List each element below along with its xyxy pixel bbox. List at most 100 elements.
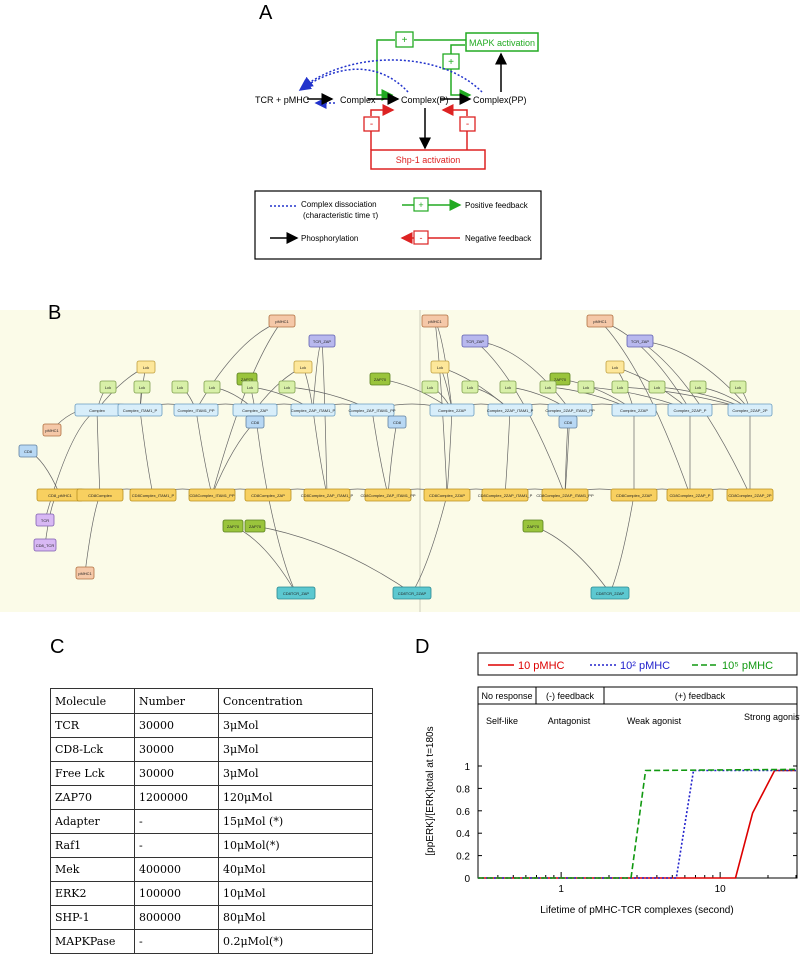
cd8-node-label: CD8 [393,420,402,425]
table-row: MAPKPase-0.2μMol(*) [50,929,373,954]
hub-node: Lck [729,380,747,394]
cd8tcr-zap-node: CD8TCR_ZAP [276,586,316,600]
lck-node-label: Lck [612,365,618,370]
cell-molecule: TCR [50,713,135,738]
cell-molecule: Mek [50,857,135,882]
hub-node-label: Lck [105,385,111,390]
complex-node: Complex_2ZAP_P [667,403,713,417]
hub-node-label: Lck [545,385,551,390]
reaction-network: pMHC1TCR_ZAPpMHC1TCR_ZAPpMHC1TCR_ZAPComp… [18,310,774,612]
top-node-label: TCR_ZAP [631,339,650,344]
hub-node: Lck [539,380,557,394]
cd8-node: CD8 [558,415,578,429]
cell-concentration: 3μMol [218,761,373,786]
hub-node-label: Lck [427,385,433,390]
mapk-activation-label: MAPK activation [469,38,535,48]
cd8tcr-zap-node-label: CD8TCR_2ZAP [398,591,427,596]
pmhc-node: pMHC1 [75,566,95,580]
complex-node-label: Complex_2ZAP_ITAM1_PP [545,408,595,413]
hub-node: Lck [171,380,189,394]
pmhc-node: pMHC1 [42,423,62,437]
region-label: (-) feedback [546,691,595,701]
network-nodes: pMHC1TCR_ZAPpMHC1TCR_ZAPpMHC1TCR_ZAPComp… [18,314,774,600]
mapk-activation-box [465,32,539,52]
cell-molecule: SHP-1 [50,905,135,930]
cell-concentration: 120μMol [218,785,373,810]
cd8-node-label: CD8 [251,420,260,425]
legend-plus-sign: + [418,200,423,210]
y-axis: 00.20.40.60.81 [456,762,797,885]
cd8-tcr-node-label: CD8_TCR [36,543,55,548]
legend-dissociation-label: Complex dissociation [301,200,377,209]
zap70-node-label: ZAP70 [227,524,240,529]
hub-node: Lck [461,380,479,394]
cell-number: 30000 [134,737,219,762]
zap70-node: ZAP70 [222,519,244,533]
cd8-complex-node-label: CD8Complex_2ZAP_P [670,493,711,498]
region-header: No response(-) feedback(+) feedbackSelf-… [477,686,800,726]
cell-number: 800000 [134,905,219,930]
region-sublabel: Strong agonist [744,712,800,722]
hub-node-label: Lck [139,385,145,390]
complex-node-label: Complex_ZAP [242,408,268,413]
top-node: TCR_ZAP [626,334,654,348]
legend-minus-box [413,230,429,245]
legend-plus-box [413,197,429,212]
lck-node-label: Lck [437,365,443,370]
cell-concentration: 3μMol [218,713,373,738]
complex-node: Complex_ZAP [232,403,278,417]
cell-molecule: Free Lck [50,761,135,786]
hub-node-label: Lck [177,385,183,390]
cell-molecule: Raf1 [50,833,135,858]
tcr-node-label: TCR [41,518,49,523]
plus-sign-right: + [448,57,454,68]
panel-label-d: D [415,636,430,658]
hub-node-label: Lck [695,385,701,390]
hub-node-label: Lck [654,385,660,390]
lck-node: Lck [430,360,450,374]
cd8-complex-node-label: CD8Complex [88,493,112,498]
cell-concentration: 10μMol(*) [218,833,373,858]
cd8-complex-node: CD8Complex_2ZAP [423,488,471,502]
cd8-complex-node-label: CD8Complex_2ZAP_ITAM1_PP [536,493,594,498]
zap70-node: ZAP70 [244,519,266,533]
cell-concentration: 3μMol [218,737,373,762]
hub-node: Lck [689,380,707,394]
complex-node-label: Complex_2ZAP_P [674,408,707,413]
complex-node-label: Complex_ZAP_ITAM1_P [291,408,336,413]
minus-box-left [363,116,380,132]
cd8-complex-node: CD8_pMHC1 [36,488,84,502]
complex-node-label: Complex_2ZAP_ITAM1_P [487,408,534,413]
cell-molecule: MAPKPase [50,929,135,954]
panel-label-b: B [48,302,62,324]
legend-positive-label: Positive feedback [465,201,529,210]
series-line [478,768,797,879]
series-line [478,769,796,879]
cd8-complex-node-label: CD8Complex_ZAP_ITAM1_P [301,493,354,498]
header-concentration: Concentration [218,688,373,714]
hub-node-label: Lck [617,385,623,390]
top-node-label: pMHC1 [593,319,607,324]
complex-node: Complex_2ZAP [611,403,657,417]
plot-frame [477,703,798,879]
cell-number: 1200000 [134,785,219,810]
cd8tcr-zap-node-label: CD8TCR_ZAP [283,591,310,596]
x-tick-label: 10 [715,884,727,895]
cd8-complex-node: CD8Complex [76,488,124,502]
cd8-tcr-node: CD8_TCR [33,538,57,552]
cell-concentration: 80μMol [218,905,373,930]
top-node: pMHC1 [268,314,296,328]
legend-a [254,190,542,260]
cd8-complex-node-label: CD8Complex_2ZAP [429,493,465,498]
y-tick-label: 1 [464,762,470,773]
cd8tcr-zap-node-label: CD8TCR_2ZAP [596,591,625,596]
top-node-label: pMHC1 [275,319,289,324]
top-node-label: TCR_ZAP [313,339,332,344]
cd8-complex-node-label: CD8Complex_2ZAP [616,493,652,498]
